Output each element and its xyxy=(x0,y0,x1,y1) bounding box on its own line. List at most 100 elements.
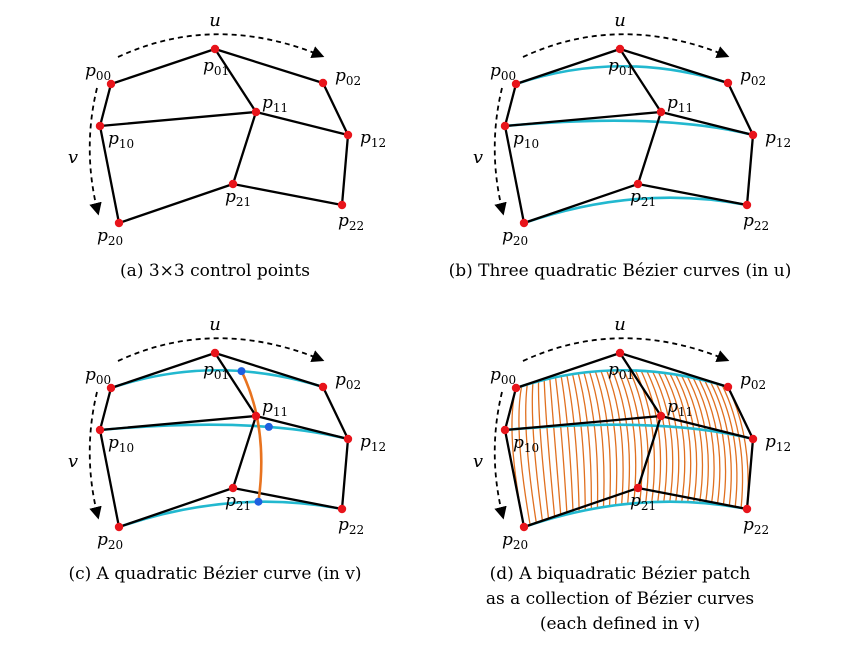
u-direction-arrow xyxy=(522,337,730,362)
label-p00: p00 xyxy=(490,61,516,83)
net-col-0 xyxy=(503,83,526,224)
patch-v-curve xyxy=(543,379,556,518)
u-axis-label: u xyxy=(614,10,626,31)
control-point-01 xyxy=(210,348,220,358)
patch-v-curve xyxy=(629,370,649,503)
control-point-00 xyxy=(511,383,521,393)
patch-v-curve xyxy=(652,371,674,502)
patch-v-curve xyxy=(704,380,727,506)
label-p11: p11 xyxy=(667,397,693,419)
control-point-00 xyxy=(106,383,116,393)
patch-curves xyxy=(511,369,749,528)
control-point-11 xyxy=(251,107,261,117)
label-p12: p12 xyxy=(360,128,386,150)
patch-v-curve xyxy=(617,370,637,504)
label-p10: p10 xyxy=(513,129,539,151)
u-axis-label: u xyxy=(614,314,626,335)
control-point-00 xyxy=(106,79,116,89)
net-col-2 xyxy=(321,82,350,206)
net-col-0 xyxy=(98,83,121,224)
label-p21: p21 xyxy=(225,187,251,209)
patch-v-curve xyxy=(663,372,686,502)
control-point-01 xyxy=(210,44,220,54)
u-axis-label: u xyxy=(209,314,221,335)
v-direction-arrow xyxy=(493,391,507,520)
patch-v-curve xyxy=(657,371,680,502)
patch-v-curve xyxy=(698,378,721,505)
v-curve xyxy=(240,370,263,502)
control-point-21 xyxy=(228,483,238,493)
label-p02: p02 xyxy=(335,370,361,392)
u-axis-label: u xyxy=(209,10,221,31)
control-point-20 xyxy=(114,522,124,532)
caption-b-line-0: (b) Three quadratic Bézier curves (in u) xyxy=(449,261,792,281)
net-col-2 xyxy=(321,386,350,510)
patch-v-curve xyxy=(594,371,612,507)
patch-v-curve xyxy=(566,374,580,512)
label-p20: p20 xyxy=(502,226,528,248)
patch-v-curve xyxy=(554,377,568,515)
control-point-02 xyxy=(318,78,328,88)
patch-v-curve xyxy=(583,372,599,509)
control-point-12 xyxy=(748,434,758,444)
u-direction-arrow xyxy=(117,337,325,362)
label-p02: p02 xyxy=(740,370,766,392)
patch-v-curve xyxy=(560,375,574,513)
v-axis-label: v xyxy=(68,147,78,168)
patch-v-curve xyxy=(549,378,562,516)
label-p20: p20 xyxy=(97,530,123,552)
label-p11: p11 xyxy=(262,93,288,115)
control-point-10 xyxy=(500,425,510,435)
v-direction-arrow xyxy=(88,391,102,520)
patch-v-curve xyxy=(571,373,586,511)
control-point-20 xyxy=(519,218,529,228)
control-point-22 xyxy=(337,504,347,514)
patch-v-curve xyxy=(709,381,732,507)
label-p00: p00 xyxy=(85,365,111,387)
net-col-2 xyxy=(726,82,755,206)
v-direction-arrow xyxy=(493,87,507,216)
control-point-12 xyxy=(343,130,353,140)
patch-v-curve xyxy=(588,371,605,508)
control-point-21 xyxy=(228,179,238,189)
control-point-10 xyxy=(95,121,105,131)
control-point-01 xyxy=(615,44,625,54)
v-axis-label: v xyxy=(473,451,483,472)
label-p01: p01 xyxy=(608,56,634,78)
label-p10: p10 xyxy=(513,433,539,455)
patch-v-curve xyxy=(606,370,624,505)
control-point-10 xyxy=(95,425,105,435)
caption-a-line-0: (a) 3×3 control points xyxy=(120,261,310,281)
control-point-00 xyxy=(511,79,521,89)
label-p22: p22 xyxy=(743,515,769,537)
label-p01: p01 xyxy=(608,360,634,382)
v-curve-control-point-0 xyxy=(237,367,246,376)
label-p20: p20 xyxy=(502,530,528,552)
net-col-0 xyxy=(98,387,121,528)
label-p22: p22 xyxy=(743,211,769,233)
label-p12: p12 xyxy=(765,432,791,454)
net-row-1 xyxy=(99,414,349,441)
label-p20: p20 xyxy=(97,226,123,248)
control-point-20 xyxy=(519,522,529,532)
label-p11: p11 xyxy=(262,397,288,419)
patch-v-curve xyxy=(640,370,662,502)
control-point-22 xyxy=(742,504,752,514)
control-point-22 xyxy=(742,200,752,210)
patch-v-curve xyxy=(577,373,593,510)
label-p02: p02 xyxy=(740,66,766,88)
label-p22: p22 xyxy=(338,211,364,233)
patch-v-curve xyxy=(715,383,738,507)
label-p10: p10 xyxy=(108,129,134,151)
label-p00: p00 xyxy=(85,61,111,83)
control-point-22 xyxy=(337,200,347,210)
v-axis-label: v xyxy=(473,147,483,168)
label-p10: p10 xyxy=(108,433,134,455)
label-p22: p22 xyxy=(338,515,364,537)
label-p21: p21 xyxy=(630,187,656,209)
caption-c-line-0: (c) A quadratic Bézier curve (in v) xyxy=(68,564,361,584)
